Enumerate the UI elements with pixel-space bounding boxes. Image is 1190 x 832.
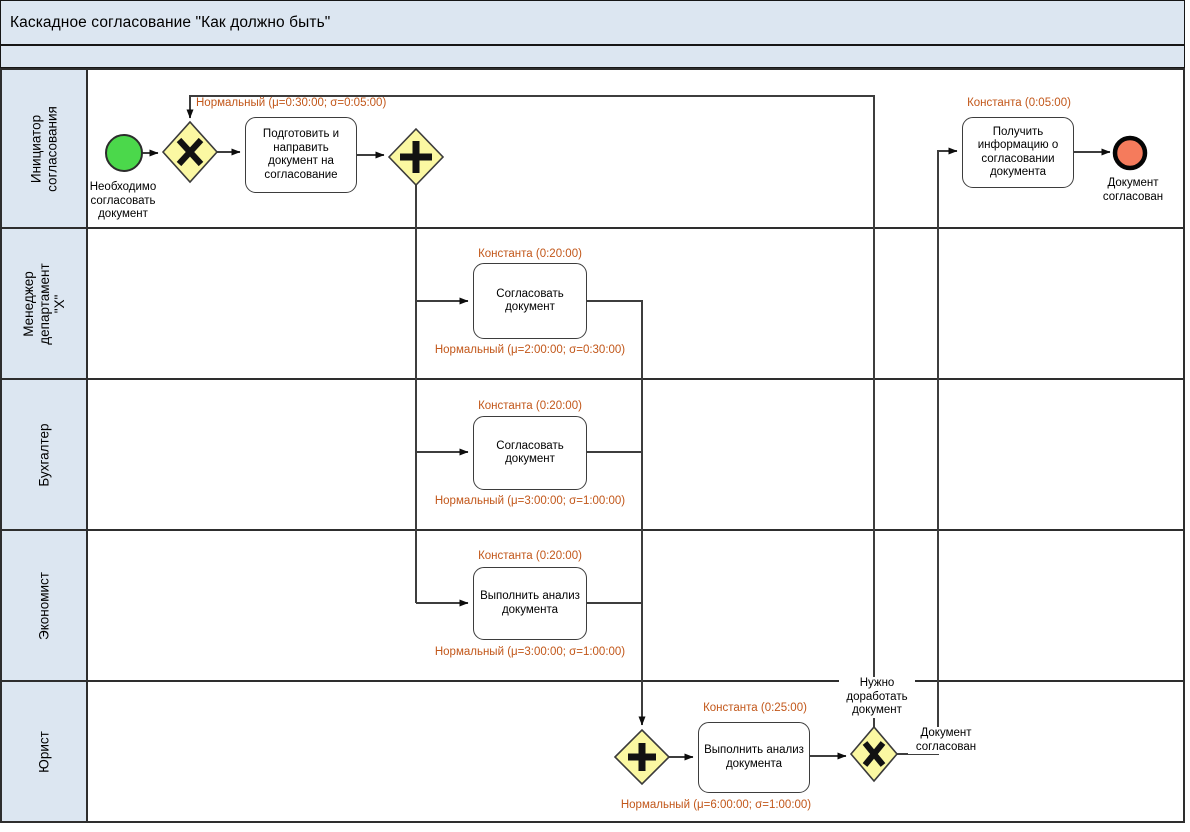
end-event-label: Документ согласован [1102, 177, 1164, 203]
flow-rework-loop[interactable] [186, 95, 875, 727]
task-prepare-document[interactable]: Подготовить и направить документ на согл… [245, 117, 357, 193]
annotation-normal-accountant: Нормальный (μ=3:00:00; σ=1:00:00) [434, 495, 626, 507]
annotation-const-manager: Константа (0:20:00) [478, 248, 582, 260]
label-document-approved: Документ согласован [908, 727, 984, 754]
task-get-info[interactable]: Получить информацию о согласовании докум… [962, 117, 1074, 188]
plus-icon [628, 743, 656, 771]
lane-lawyer: Юрист [2, 680, 1183, 821]
task-approve-manager[interactable]: Согласовать документ [473, 263, 587, 339]
lane-economist: Экономист [2, 529, 1183, 680]
annotation-normal-economist: Нормальный (μ=3:00:00; σ=1:00:00) [434, 646, 626, 658]
lane-initiator: Инициатор согласования [2, 70, 1183, 227]
lane-header-accountant[interactable]: Бухгалтер [2, 380, 88, 529]
lane-header-manager[interactable]: Менеджер департамент "Х" [2, 229, 88, 378]
annotation-normal-lawyer: Нормальный (μ=6:00:00; σ=1:00:00) [620, 799, 812, 811]
lane-manager: Менеджер департамент "Х" [2, 227, 1183, 378]
end-event[interactable] [1112, 135, 1148, 171]
and-gateway-1[interactable] [387, 127, 445, 187]
lane-header-initiator[interactable]: Инициатор согласования [2, 70, 88, 227]
annotation-const-lawyer: Константа (0:25:00) [703, 702, 807, 714]
annotation-const-info: Константа (0:05:00) [967, 97, 1071, 109]
flow-manager-to-join[interactable] [587, 300, 646, 726]
pool-title: Каскадное согласование "Как должно быть" [10, 13, 331, 31]
start-event[interactable] [105, 134, 143, 172]
task-analyze-lawyer[interactable]: Выполнить анализ документа [698, 722, 810, 793]
pool-band [0, 45, 1185, 68]
annotation-const-accountant: Константа (0:20:00) [478, 400, 582, 412]
pool: Инициатор согласования Менеджер департам… [0, 68, 1185, 823]
start-event-label: Необходимо согласовать документ [89, 181, 157, 220]
lane-header-lawyer[interactable]: Юрист [2, 682, 88, 821]
lane-accountant: Бухгалтер [2, 378, 1183, 529]
xor-gateway-2[interactable] [849, 725, 899, 783]
pool-title-bar[interactable]: Каскадное согласование "Как должно быть" [0, 0, 1185, 45]
and-gateway-2[interactable] [613, 728, 671, 786]
annotation-const-economist: Константа (0:20:00) [478, 550, 582, 562]
task-approve-accountant[interactable]: Согласовать документ [473, 416, 587, 490]
xor-gateway-1[interactable] [161, 120, 219, 184]
xor-icon [862, 741, 886, 767]
label-rework-document: Нужно доработать документ [839, 677, 915, 718]
lane-header-economist[interactable]: Экономист [2, 531, 88, 680]
task-analyze-economist[interactable]: Выполнить анализ документа [473, 567, 587, 640]
plus-icon [400, 141, 432, 173]
annotation-normal-manager: Нормальный (μ=2:00:00; σ=0:30:00) [434, 344, 626, 356]
xor-icon [176, 137, 204, 167]
annotation-loop-normal: Нормальный (μ=0:30:00; σ=0:05:00) [196, 97, 387, 109]
flow-approved-to-info[interactable] [897, 147, 958, 755]
